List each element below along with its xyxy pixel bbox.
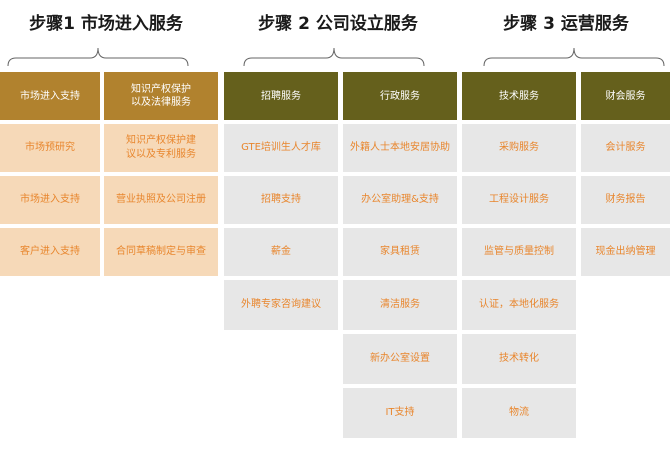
column-item: 现金出纳管理 bbox=[581, 228, 670, 276]
step-2-title: 步骤 2 公司设立服务 bbox=[258, 14, 418, 34]
column-item: 家具租赁 bbox=[343, 228, 457, 276]
column-item: 物流 bbox=[462, 388, 576, 438]
column-item: 薪金 bbox=[224, 228, 338, 276]
column-item: GTE培训生人才库 bbox=[224, 124, 338, 172]
column-item: 工程设计服务 bbox=[462, 176, 576, 224]
column-item: 技术转化 bbox=[462, 334, 576, 384]
column-item: 监管与质量控制 bbox=[462, 228, 576, 276]
column-header: 财会服务 bbox=[581, 72, 670, 120]
column-item: 办公室助理&支持 bbox=[343, 176, 457, 224]
column-item: 外聘专家咨询建议 bbox=[224, 280, 338, 330]
step-3-title: 步骤 3 运营服务 bbox=[503, 14, 629, 34]
column-header: 行政服务 bbox=[343, 72, 457, 120]
column-item: 知识产权保护建 议以及专利服务 bbox=[104, 124, 218, 172]
step-1-brace bbox=[7, 47, 189, 67]
column-technical: 技术服务 采购服务 工程设计服务 监管与质量控制 认证，本地化服务 技术转化 物… bbox=[462, 72, 576, 438]
column-recruitment: 招聘服务 GTE培训生人才库 招聘支持 薪金 外聘专家咨询建议 bbox=[224, 72, 338, 334]
column-ip-legal: 知识产权保护 以及法律服务 知识产权保护建 议以及专利服务 营业执照及公司注册 … bbox=[104, 72, 218, 282]
column-item: 营业执照及公司注册 bbox=[104, 176, 218, 224]
column-header: 招聘服务 bbox=[224, 72, 338, 120]
column-item: 市场预研究 bbox=[0, 124, 100, 172]
column-item: 财务报告 bbox=[581, 176, 670, 224]
column-item: 客户进入支持 bbox=[0, 228, 100, 276]
column-item: 认证，本地化服务 bbox=[462, 280, 576, 330]
column-item: 外籍人士本地安居协助 bbox=[343, 124, 457, 172]
step-2-brace bbox=[243, 47, 425, 67]
column-item: 新办公室设置 bbox=[343, 334, 457, 384]
column-item: 采购服务 bbox=[462, 124, 576, 172]
column-item: 合同草稿制定与审查 bbox=[104, 228, 218, 276]
column-header: 知识产权保护 以及法律服务 bbox=[104, 72, 218, 120]
step-1-title: 步骤1 市场进入服务 bbox=[29, 14, 183, 34]
column-header: 技术服务 bbox=[462, 72, 576, 120]
column-header: 市场进入支持 bbox=[0, 72, 100, 120]
step-3-brace bbox=[483, 47, 665, 67]
column-administration: 行政服务 外籍人士本地安居协助 办公室助理&支持 家具租赁 清洁服务 新办公室设… bbox=[343, 72, 457, 438]
column-item: 清洁服务 bbox=[343, 280, 457, 330]
column-item: 招聘支持 bbox=[224, 176, 338, 224]
column-finance: 财会服务 会计服务 财务报告 现金出纳管理 bbox=[581, 72, 670, 282]
column-item: 市场进入支持 bbox=[0, 176, 100, 224]
column-item: 会计服务 bbox=[581, 124, 670, 172]
column-market-entry: 市场进入支持 市场预研究 市场进入支持 客户进入支持 bbox=[0, 72, 100, 282]
column-item: IT支持 bbox=[343, 388, 457, 438]
